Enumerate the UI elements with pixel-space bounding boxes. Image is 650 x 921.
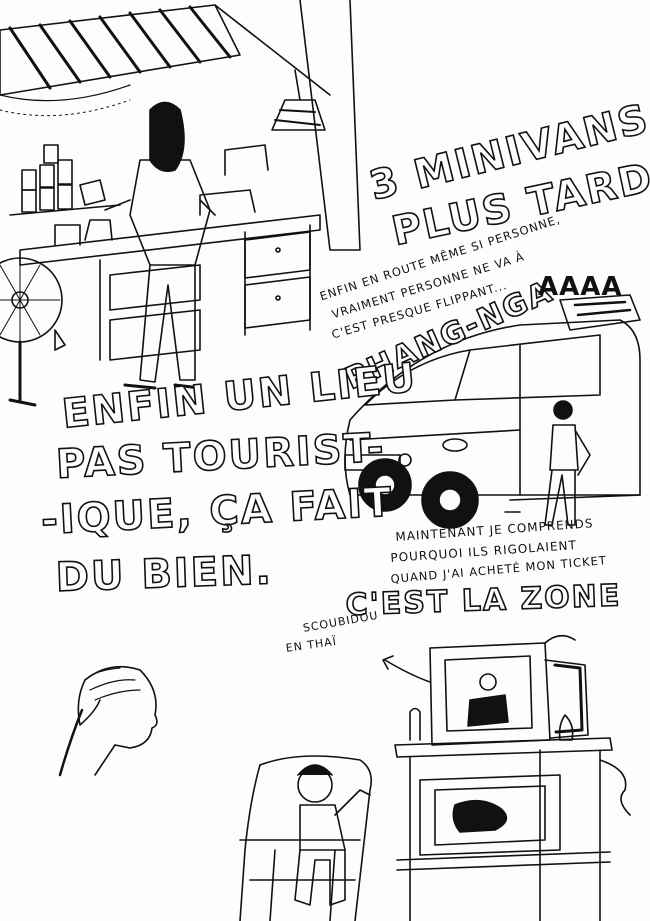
minivan-sketch (344, 294, 641, 529)
tv-stand-sketch (394, 634, 631, 921)
arrow-head-icon (382, 655, 394, 670)
child-chair-sketch (239, 755, 373, 921)
arrow-icon (384, 659, 431, 683)
big-caption-line4: DU BIEN. (54, 547, 274, 602)
woman-profile-sketch (58, 665, 158, 777)
market-stall-sketch (0, 0, 361, 407)
destination-shout: AAAA (538, 272, 623, 302)
